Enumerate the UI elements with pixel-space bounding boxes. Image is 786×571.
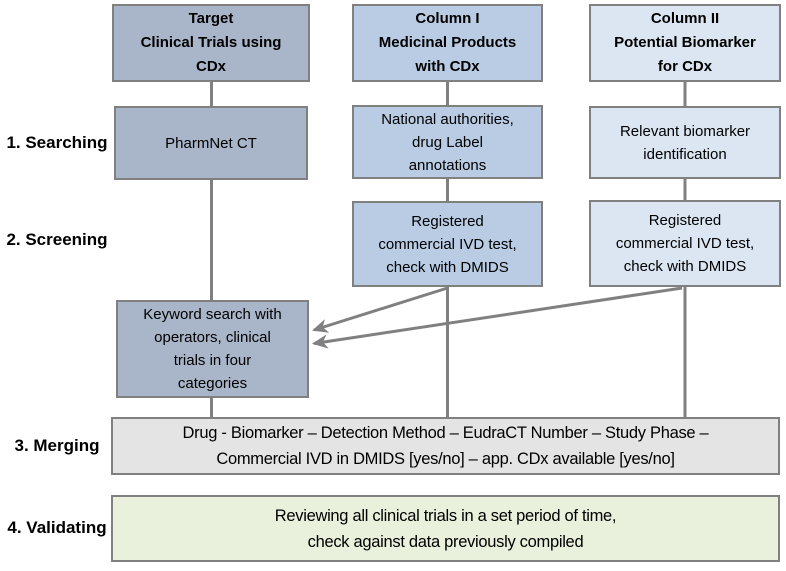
header-column2-potential-biomarker: Column II Potential Biomarker for CDx xyxy=(589,4,781,82)
arrow-col1-to-keyword xyxy=(314,286,448,330)
step-label-screening: 2. Screening xyxy=(6,230,108,249)
box-validating-review: Reviewing all clinical trials in a set p… xyxy=(111,495,780,562)
box-merging-fields: Drug - Biomarker – Detection Method – Eu… xyxy=(111,417,780,475)
box-registered-ivd-col1: Registered commercial IVD test, check wi… xyxy=(352,201,543,287)
box-keyword-search: Keyword search with operators, clinical … xyxy=(116,300,309,398)
header-target-clinical-trials: Target Clinical Trials using CDx xyxy=(112,4,310,82)
box-pharmnet-ct: PharmNet CT xyxy=(114,106,308,180)
box-registered-ivd-col2: Registered commercial IVD test, check wi… xyxy=(589,200,781,287)
step-label-validating: 4. Validating xyxy=(7,518,107,537)
step-label-merging: 3. Merging xyxy=(14,436,100,455)
box-relevant-biomarker: Relevant biomarker identification xyxy=(589,106,781,179)
header-column1-medicinal-products: Column I Medicinal Products with CDx xyxy=(352,4,543,82)
arrow-col2-to-keyword xyxy=(314,286,683,344)
box-national-authorities: National authorities, drug Label annotat… xyxy=(352,105,543,179)
step-label-searching: 1. Searching xyxy=(6,133,108,152)
